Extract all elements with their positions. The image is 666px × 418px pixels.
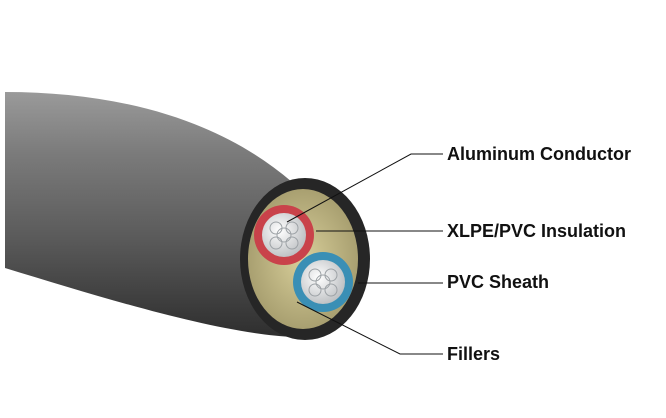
label-fillers: Fillers [447,344,501,364]
callout-line-fillers [296,301,443,355]
cable-body [5,92,295,337]
blue-conductor [301,260,345,304]
red-conductor [262,213,306,257]
callout-line-conductor [286,153,443,223]
conductor-strands [269,221,338,297]
label-pvc-sheath: PVC Sheath [447,272,550,292]
label-aluminum-conductor: Aluminum Conductor [447,144,631,164]
label-insulation: XLPE/PVC Insulation [447,221,627,241]
